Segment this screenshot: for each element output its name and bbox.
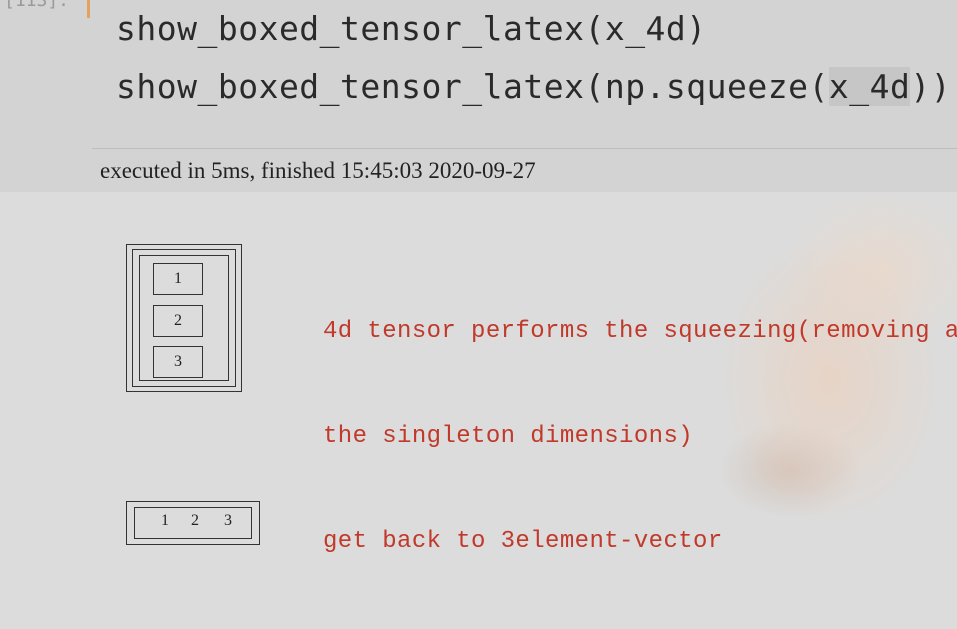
boxed-tensor-frame-outer — [132, 249, 236, 387]
annotation-line-1: 4d tensor performs the squeezing(removin… — [323, 318, 957, 345]
code-line-1[interactable]: show_boxed_tensor_latex(x_4d) — [116, 9, 707, 48]
code-line-2-selection: x_4d — [828, 67, 911, 106]
cell-divider — [92, 148, 957, 149]
execution-info: executed in 5ms, finished 15:45:03 2020-… — [100, 158, 536, 183]
boxed-vector-squeezed: 1 2 3 — [126, 501, 260, 545]
code-cell[interactable]: [113]: show_boxed_tensor_latex(x_4d) sho… — [0, 0, 957, 192]
code-line-2-suffix: )) — [910, 67, 952, 106]
code-line-2-prefix: show_boxed_tensor_latex(np.squeeze( — [116, 67, 829, 106]
boxed-vector-frame — [134, 507, 252, 539]
annotation-line-2: the singleton dimensions) — [323, 423, 694, 450]
vector-element: 3 — [224, 512, 232, 529]
tensor-element: 2 — [153, 305, 203, 337]
cell-output: 1 2 3 4d tensor performs the squeezing(r… — [0, 192, 957, 563]
boxed-tensor-frame-inner — [139, 255, 229, 381]
annotation-text: 4d tensor performs the squeezing(removin… — [323, 244, 957, 629]
boxed-tensor-4d: 1 2 3 — [126, 244, 242, 392]
annotation-line-3: get back to 3element-vector — [323, 528, 723, 555]
code-line-1-text: show_boxed_tensor_latex(x_4d) — [116, 9, 707, 48]
code-line-2[interactable]: show_boxed_tensor_latex(np.squeeze(x_4d)… — [116, 67, 951, 106]
tensor-element: 3 — [153, 346, 203, 378]
tensor-element: 1 — [153, 263, 203, 295]
vector-element: 2 — [191, 512, 199, 529]
cell-selection-marker — [87, 0, 90, 18]
cell-prompt: [113]: — [4, 0, 70, 11]
vector-element: 1 — [161, 512, 169, 529]
